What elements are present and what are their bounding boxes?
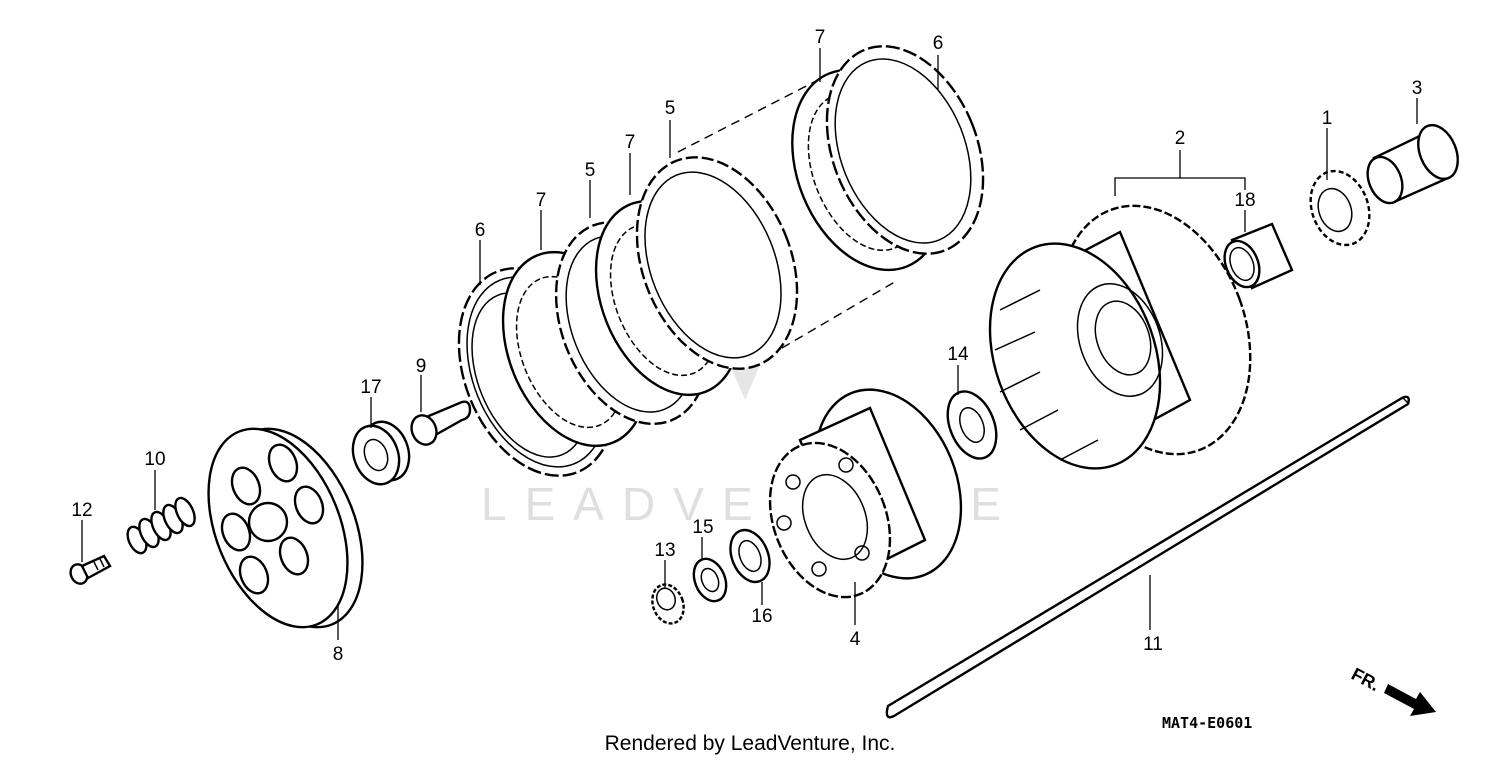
callout-16: 16: [751, 606, 772, 627]
front-direction-marker: FR.: [1348, 664, 1436, 716]
callout-11: 11: [1143, 634, 1163, 655]
part-18-needle-bearing: [1223, 222, 1294, 290]
callout-7-middle: 7: [625, 132, 636, 153]
callout-13: 13: [654, 540, 675, 561]
assembly-guide-lines: [677, 79, 899, 349]
callout-7-left: 7: [536, 190, 547, 211]
part-16-thrust-washer: [729, 528, 771, 584]
callout-3: 3: [1412, 78, 1423, 99]
part-10-spring: [126, 496, 196, 555]
callout-7-right: 7: [815, 27, 826, 48]
callout-4: 4: [850, 629, 861, 650]
callout-8: 8: [333, 644, 344, 665]
part-13-lock-nut: [651, 583, 685, 625]
front-arrow-icon: [1384, 684, 1436, 716]
callout-15: 15: [692, 517, 713, 538]
callout-12: 12: [71, 500, 92, 521]
part-17-bearing: [351, 420, 411, 486]
diagram-code: MAT4-E0601: [1162, 714, 1252, 732]
callout-10: 10: [144, 449, 165, 470]
callout-2: 2: [1175, 128, 1186, 149]
part-14-thrust-washer: [946, 390, 998, 460]
part-1-collar: [1309, 169, 1371, 247]
callout-5-left: 5: [585, 160, 596, 181]
part-6-friction-disc-right: [825, 45, 985, 255]
part-11-pushrod: [885, 395, 1410, 719]
part-2-clutch-outer: [988, 204, 1252, 470]
part-15-lock-washer: [692, 557, 728, 603]
callout-1: 1: [1322, 108, 1333, 129]
part-3-bushing: [1366, 123, 1459, 205]
callouts: 1 2 3 4 5 5 6 6 7 7 7 8 9 10 11 12 13 14…: [71, 27, 1422, 665]
leader-lines: [81, 48, 1418, 640]
front-label: FR.: [1348, 664, 1383, 695]
part-5-friction-disc-right: [635, 156, 799, 370]
callout-9: 9: [416, 356, 427, 377]
callout-6-right: 6: [933, 33, 944, 54]
callout-14: 14: [947, 344, 969, 365]
part-8-pressure-plate: [207, 427, 364, 629]
callout-18: 18: [1234, 190, 1255, 211]
part-12-bolt: [69, 554, 112, 585]
footer-credit: Rendered by LeadVenture, Inc.: [605, 732, 896, 755]
callout-17: 17: [360, 377, 381, 398]
callout-5-right: 5: [665, 98, 676, 119]
part-4-clutch-center: [768, 388, 963, 599]
part-9-lifter-piece: [410, 400, 472, 446]
callout-6-left: 6: [475, 220, 486, 241]
